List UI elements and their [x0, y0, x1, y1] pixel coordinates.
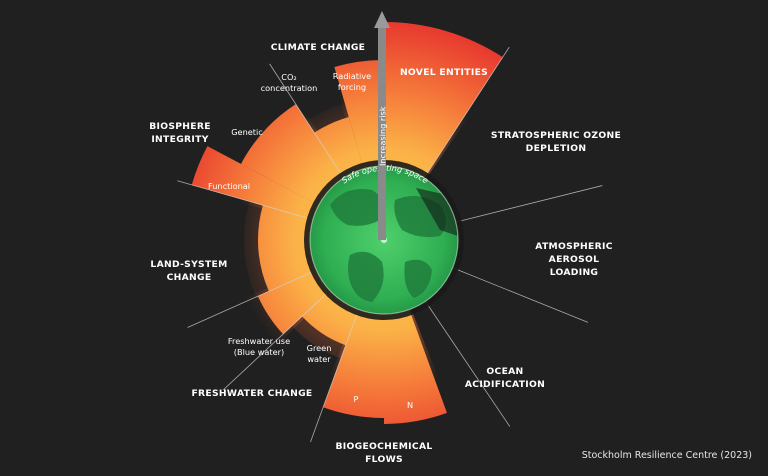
wedge-functional — [191, 146, 323, 221]
divider-lines — [177, 46, 603, 443]
label-aerosol-1: ATMOSPHERIC — [535, 241, 612, 252]
label-freshwater-change: FRESHWATER CHANGE — [191, 388, 312, 399]
wedge-radiative-forcing — [334, 60, 384, 173]
label-land-system-1: LAND-SYSTEM — [150, 259, 227, 270]
divider-line-2 — [452, 267, 589, 323]
label-biogeochemical-1: BIOGEOCHEMICAL — [335, 441, 432, 452]
label-genetic: Genetic — [231, 127, 263, 137]
label-biogeochemical-2: FLOWS — [365, 454, 403, 465]
label-green-water-1: Green — [307, 343, 332, 353]
wedge-genetic — [240, 104, 346, 208]
label-biosphere-1: BIOSPHERE — [149, 121, 211, 132]
increasing-risk-arrow: Increasing risk — [374, 11, 390, 240]
label-aerosol-2: AEROSOL — [549, 254, 600, 265]
label-radiative-forcing-1: Radiative — [333, 71, 371, 81]
label-blue-water-1: Freshwater use — [228, 336, 290, 346]
label-climate-change: CLIMATE CHANGE — [271, 42, 366, 53]
label-stratospheric-ozone-2: DEPLETION — [526, 143, 587, 154]
increasing-risk-label: Increasing risk — [378, 106, 388, 166]
label-blue-water-2: (Blue water) — [234, 347, 284, 357]
wedge-nitrogen — [384, 305, 447, 424]
divider-line-1 — [455, 185, 603, 223]
label-biosphere-2: INTEGRITY — [151, 134, 208, 145]
divider-line-6 — [187, 269, 317, 328]
label-novel-entities: NOVEL ENTITIES — [400, 67, 488, 78]
label-co2-1: CO₂ — [281, 72, 296, 82]
credit-label: Stockholm Resilience Centre (2023) — [582, 450, 752, 461]
divider-line-7 — [177, 180, 313, 220]
divider-line-0 — [423, 46, 510, 179]
label-ocean-2: ACIDIFICATION — [465, 379, 545, 390]
wedge-novel-entities — [384, 22, 503, 182]
divider-line-5 — [222, 290, 331, 391]
wedge-co2-concentration — [314, 116, 365, 182]
divider-line-4 — [310, 309, 360, 443]
wedge-phosphorus — [323, 305, 384, 418]
wedge-blue-water — [257, 268, 333, 335]
wedge-land-system — [258, 205, 321, 292]
divider-line-3 — [425, 301, 511, 427]
label-radiative-forcing-2: forcing — [338, 82, 366, 92]
label-ocean-1: OCEAN — [486, 366, 523, 377]
label-nitrogen: N — [407, 400, 413, 410]
label-aerosol-3: LOADING — [550, 267, 599, 278]
label-co2-2: concentration — [261, 83, 318, 93]
divider-line-8 — [269, 63, 345, 179]
label-phosphorus: P — [354, 394, 359, 404]
label-land-system-2: CHANGE — [167, 272, 212, 283]
label-functional: Functional — [208, 181, 250, 191]
label-green-water-2: water — [307, 354, 331, 364]
label-stratospheric-ozone-1: STRATOSPHERIC OZONE — [491, 130, 621, 141]
